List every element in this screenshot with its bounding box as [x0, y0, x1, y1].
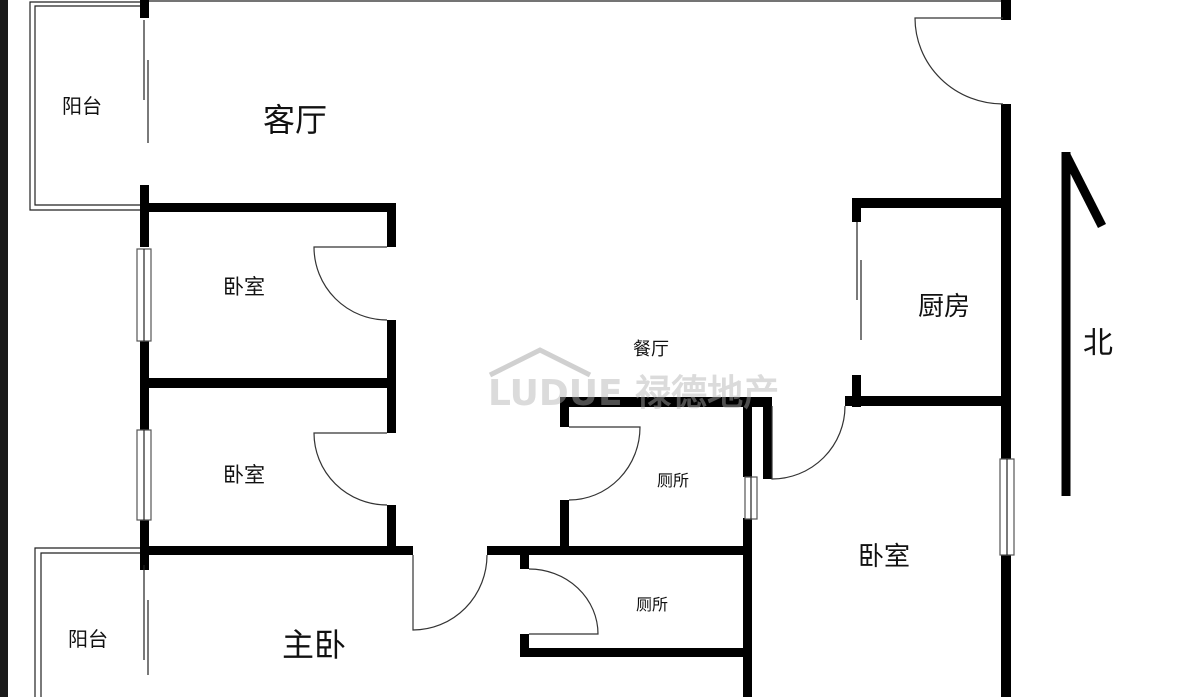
doors: [313, 17, 1004, 635]
walls: [140, 0, 1011, 697]
label-bedroom-3: 卧室: [858, 542, 910, 572]
watermark-text: LUDUE 禄德地产: [488, 373, 779, 414]
label-balcony-bottom: 阳台: [68, 627, 108, 651]
label-toilet-1: 厕所: [657, 471, 689, 490]
watermark: LUDUE 禄德地产: [488, 347, 779, 414]
label-balcony-top: 阳台: [62, 94, 102, 118]
label-living-room: 客厅: [263, 101, 327, 139]
balcony-top-outline: [29, 1, 144, 211]
label-master-bedroom: 主卧: [282, 626, 346, 664]
windows: [136, 20, 1015, 675]
left-edge: [0, 0, 8, 697]
north-arrow-icon: [1061, 152, 1107, 496]
label-bedroom-1: 卧室: [223, 275, 265, 299]
balcony-bottom-outline: [34, 547, 144, 697]
label-dining-room: 餐厅: [633, 339, 669, 360]
label-toilet-2: 厕所: [636, 595, 668, 614]
label-kitchen: 厨房: [918, 292, 970, 322]
label-bedroom-2: 卧室: [223, 463, 265, 487]
compass-label: 北: [1083, 326, 1113, 361]
